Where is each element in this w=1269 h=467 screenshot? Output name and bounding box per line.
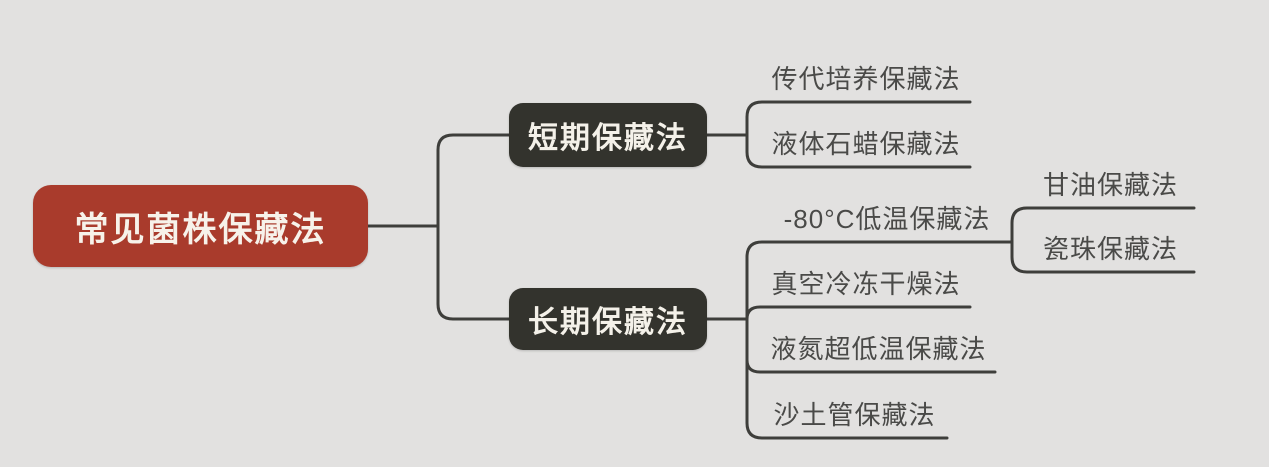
leaf-porcelain-bead-preservation[interactable]: 瓷珠保藏法 bbox=[1042, 234, 1178, 264]
leaf-subculture-preservation[interactable]: 传代培养保藏法 bbox=[771, 64, 961, 94]
leaf-vacuum-freeze-drying[interactable]: 真空冷冻干燥法 bbox=[771, 269, 961, 299]
branch-node-long-term[interactable]: 长期保藏法 bbox=[509, 288, 707, 350]
leaf-liquid-nitrogen-ultralow-temp-preservation[interactable]: 液氮超低温保藏法 bbox=[770, 334, 987, 364]
connector-long-child-4 bbox=[745, 317, 949, 440]
connector-minus80-grandchild-1 bbox=[1010, 206, 1196, 244]
connector-short-child-1 bbox=[745, 100, 972, 137]
branch-node-short-term[interactable]: 短期保藏法 bbox=[509, 103, 707, 167]
root-node[interactable]: 常见菌株保藏法 bbox=[33, 185, 368, 267]
connector-long-child-1 bbox=[745, 240, 1014, 321]
connector-short-child-2 bbox=[745, 133, 972, 169]
connector-minus80-grandchild-2 bbox=[1010, 240, 1196, 274]
connector-root-to-short bbox=[436, 133, 511, 228]
leaf-glycerol-preservation[interactable]: 甘油保藏法 bbox=[1042, 170, 1178, 200]
leaf-sand-tube-preservation[interactable]: 沙土管保藏法 bbox=[773, 400, 936, 430]
leaf-liquid-paraffin-preservation[interactable]: 液体石蜡保藏法 bbox=[771, 129, 961, 159]
leaf-minus80-low-temp-preservation[interactable]: -80°C低温保藏法 bbox=[783, 204, 991, 234]
connector-long-child-2 bbox=[745, 305, 972, 321]
connector-root-to-long bbox=[436, 224, 511, 321]
